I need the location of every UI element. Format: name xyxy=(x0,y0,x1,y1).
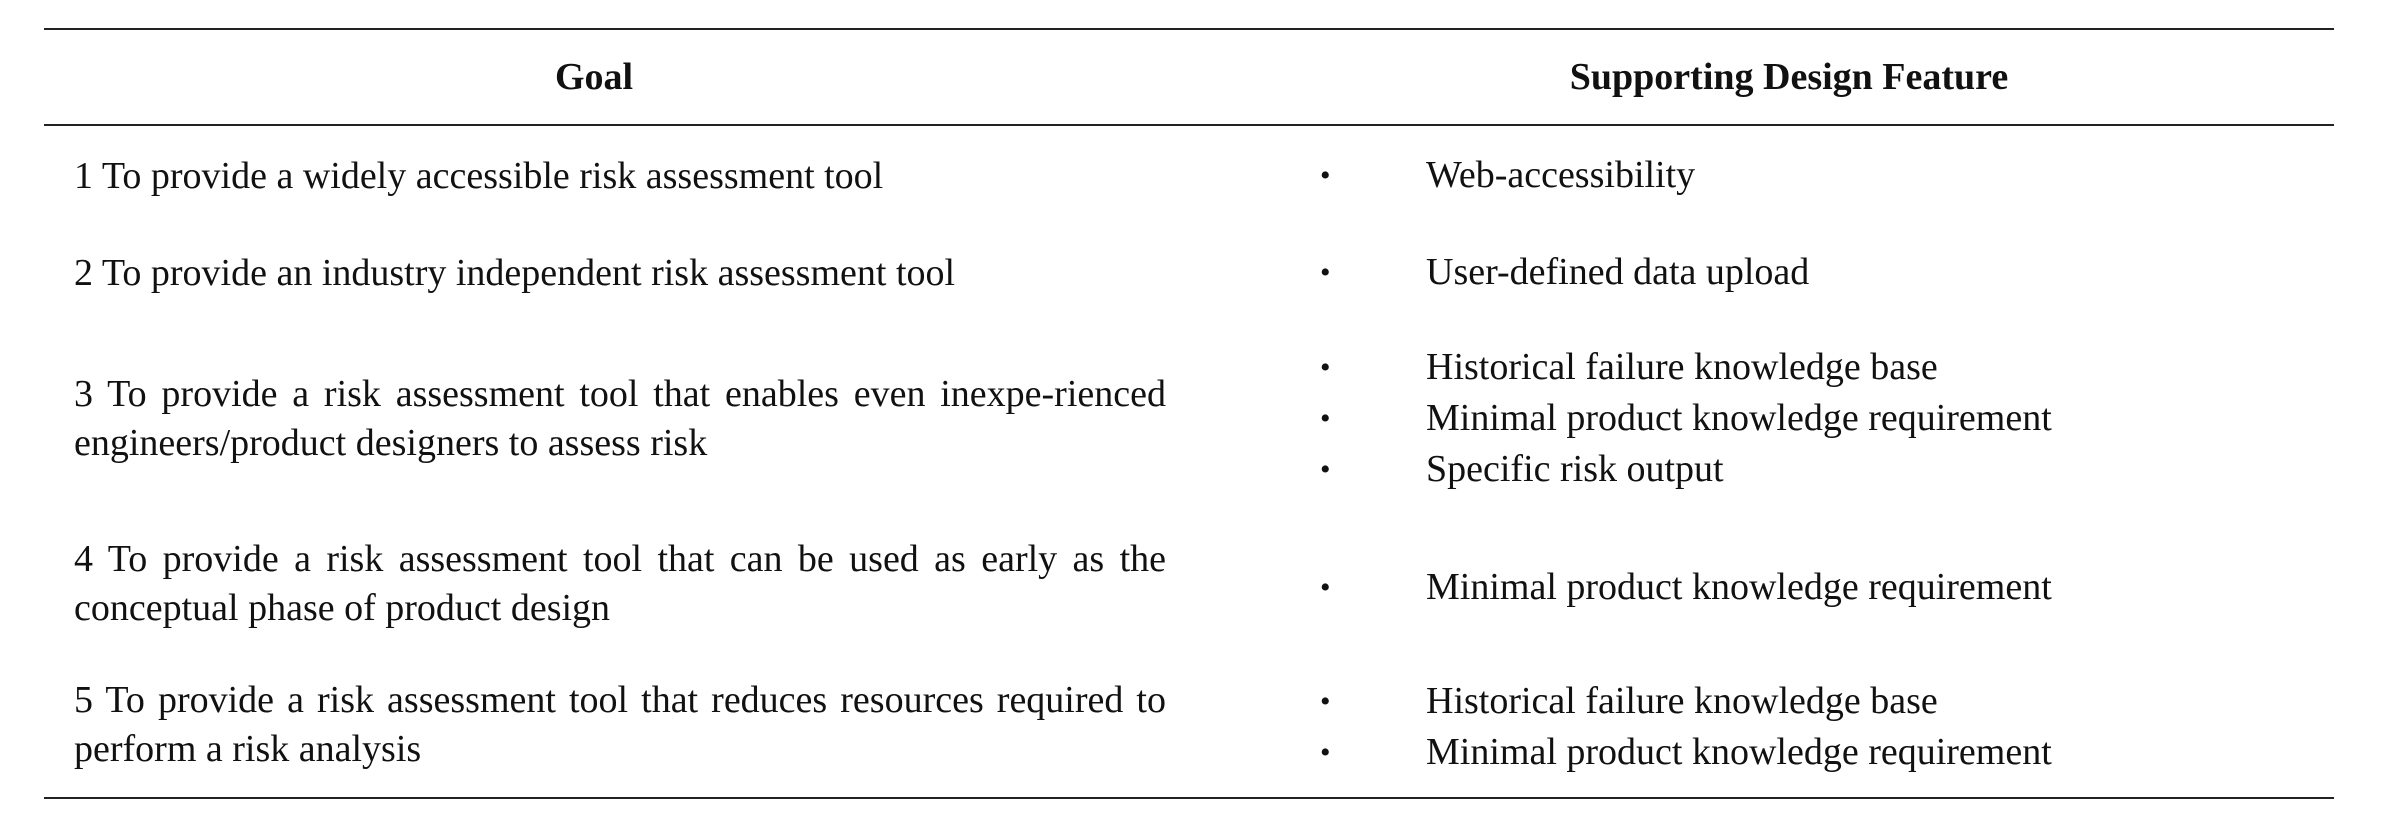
feature-list-5: • Historical failure knowledge base • Mi… xyxy=(1292,676,2292,778)
header-rule xyxy=(44,124,2334,126)
feature-text: Minimal product knowledge requirement xyxy=(1426,731,2052,773)
goals-features-table: Goal Supporting Design Feature 1 To prov… xyxy=(44,0,2334,816)
bullet: • xyxy=(1320,736,1331,769)
feature-text: Web-accessibility xyxy=(1426,154,1696,196)
feature-item: • Web-accessibility xyxy=(1292,150,2292,201)
feature-item: • Minimal product knowledge requirement xyxy=(1292,562,2292,613)
feature-item: • Historical failure knowledge base xyxy=(1292,676,2292,727)
header-supporting-design-feature: Supporting Design Feature xyxy=(1569,56,2009,98)
bullet: • xyxy=(1320,402,1331,435)
feature-text: Historical failure knowledge base xyxy=(1426,680,1938,722)
bottom-rule xyxy=(44,797,2334,799)
header-goal: Goal xyxy=(554,56,634,98)
feature-text: Historical failure knowledge base xyxy=(1426,346,1938,388)
feature-item: • Historical failure knowledge base xyxy=(1292,342,2292,393)
bullet: • xyxy=(1320,453,1331,486)
goal-cell-2: 2 To provide an industry independent ris… xyxy=(74,252,956,294)
feature-list-1: • Web-accessibility xyxy=(1292,150,2292,201)
feature-text: Specific risk output xyxy=(1426,448,1724,490)
feature-list-4: • Minimal product knowledge requirement xyxy=(1292,562,2292,613)
feature-item: • Minimal product knowledge requirement xyxy=(1292,393,2292,444)
feature-item: • Minimal product knowledge requirement xyxy=(1292,727,2292,778)
bullet: • xyxy=(1320,351,1331,384)
feature-list-3: • Historical failure knowledge base • Mi… xyxy=(1292,342,2292,495)
feature-list-2: • User-defined data upload xyxy=(1292,247,2292,298)
bullet: • xyxy=(1320,571,1331,604)
goal-cell-3: 3 To provide a risk assessment tool that… xyxy=(74,373,1166,464)
goal-cell-4: 4 To provide a risk assessment tool that… xyxy=(74,538,1166,629)
feature-text: Minimal product knowledge requirement xyxy=(1426,397,2052,439)
feature-text: User-defined data upload xyxy=(1426,251,1810,293)
bullet: • xyxy=(1320,685,1331,718)
goal-cell-1: 1 To provide a widely accessible risk as… xyxy=(74,155,884,197)
top-rule xyxy=(44,28,2334,30)
feature-text: Minimal product knowledge requirement xyxy=(1426,566,2052,608)
goal-cell-5: 5 To provide a risk assessment tool that… xyxy=(74,679,1166,770)
feature-item: • Specific risk output xyxy=(1292,444,2292,495)
bullet: • xyxy=(1320,256,1331,289)
feature-item: • User-defined data upload xyxy=(1292,247,2292,298)
bullet: • xyxy=(1320,159,1331,192)
